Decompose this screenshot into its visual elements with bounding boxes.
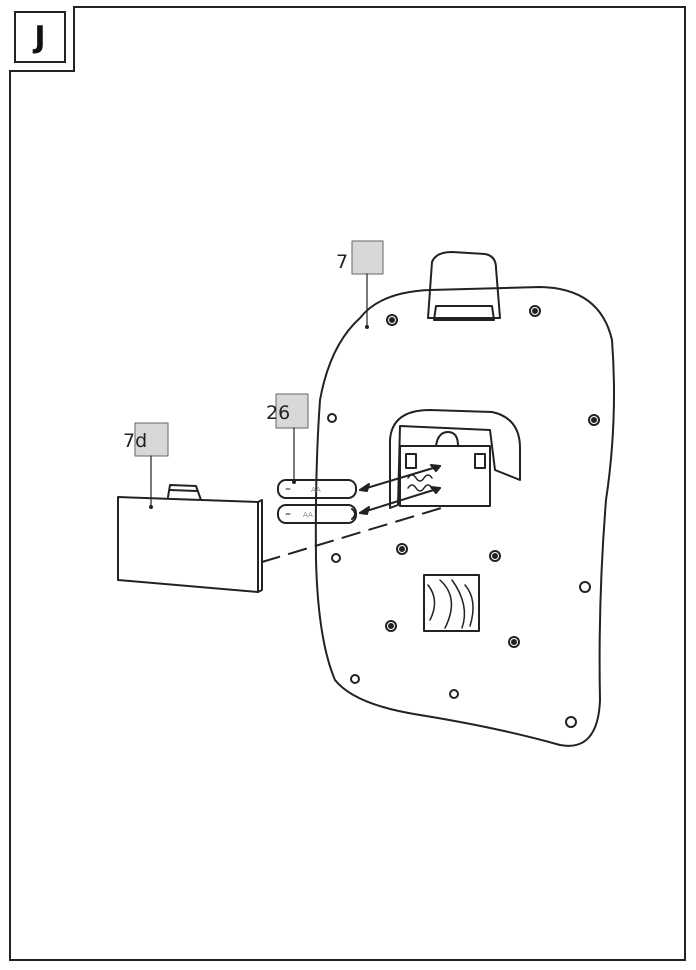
battery-cover <box>117 484 263 593</box>
callout-7d-label: 7d <box>123 430 147 452</box>
back-panel <box>314 251 615 747</box>
step-letter: J <box>14 11 66 63</box>
callout-7d <box>134 422 169 509</box>
batteries <box>277 479 357 524</box>
insert-arrows <box>359 464 441 515</box>
figure-frame <box>9 6 686 961</box>
callout-26 <box>275 393 309 484</box>
battery-label-top: AA <box>311 486 321 494</box>
callout-7-label: 7 <box>336 251 348 273</box>
step-label-box: J <box>9 6 75 72</box>
battery-label-bottom: AA <box>303 511 313 519</box>
callout-7 <box>351 240 384 329</box>
alignment-dashed-line <box>261 505 449 563</box>
callout-26-label: 26 <box>266 402 290 424</box>
